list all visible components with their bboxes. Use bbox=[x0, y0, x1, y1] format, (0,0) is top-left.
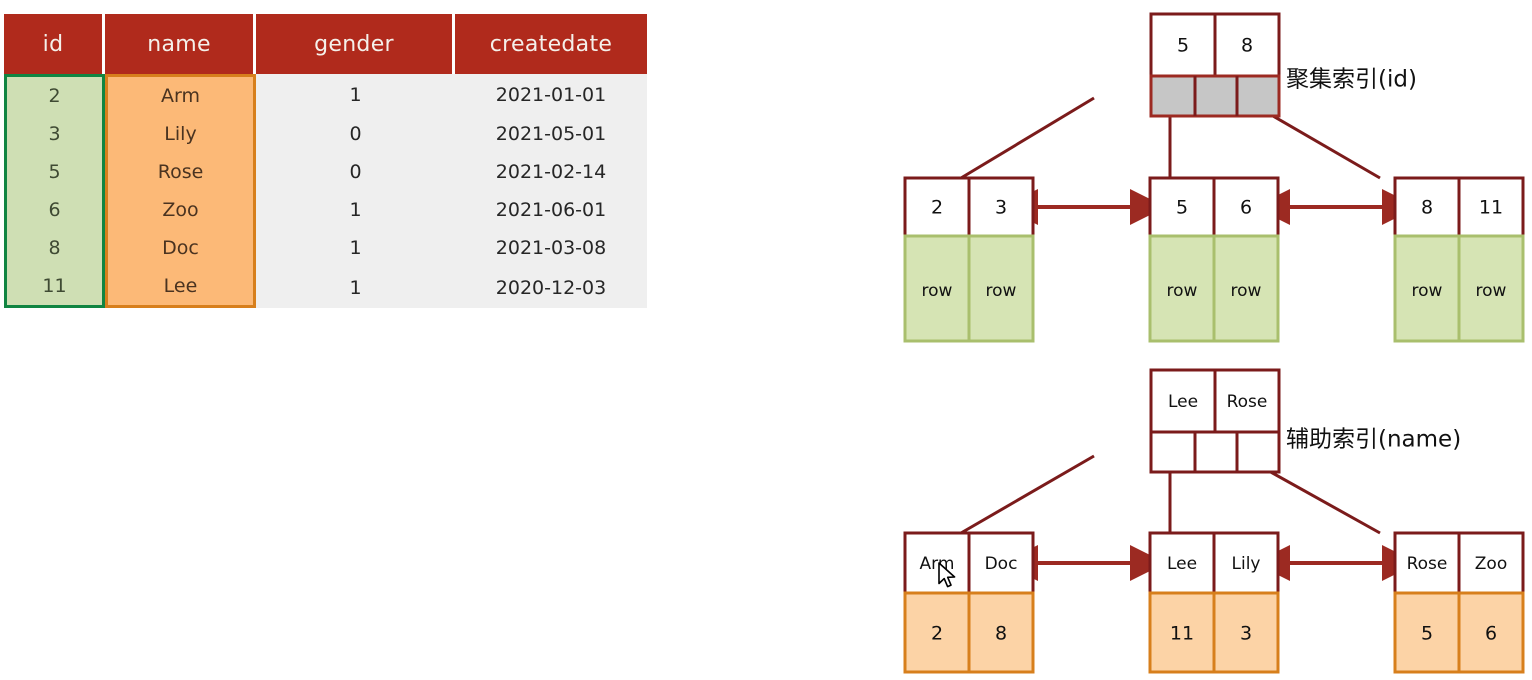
column-header-gender[interactable]: gender bbox=[256, 14, 455, 74]
clustered-leaf-2-data-0: row bbox=[1167, 281, 1198, 301]
clustered-leaf-node-3[interactable]: 8 11 row row bbox=[1393, 176, 1525, 343]
cell-gender: 1 bbox=[256, 191, 455, 229]
secondary-leaf-3-data-0: 5 bbox=[1421, 623, 1433, 645]
secondary-leaf-node-1[interactable]: Arm Doc 2 8 bbox=[903, 531, 1035, 674]
secondary-leaf-3-key-0: Rose bbox=[1407, 554, 1448, 574]
cell-id: 5 bbox=[4, 153, 105, 191]
cell-createdate: 2021-01-01 bbox=[455, 74, 647, 115]
secondary-leaf-2-data-0: 11 bbox=[1170, 623, 1194, 645]
column-header-name[interactable]: name bbox=[105, 14, 256, 74]
clustered-leaf-3-key-0: 8 bbox=[1421, 197, 1433, 219]
cell-id: 8 bbox=[4, 229, 105, 267]
column-header-createdate[interactable]: createdate bbox=[455, 14, 647, 74]
clustered-leaf-3-data-0: row bbox=[1412, 281, 1443, 301]
cell-id: 6 bbox=[4, 191, 105, 229]
clustered-root-pointer-row bbox=[1149, 74, 1281, 118]
cell-name: Rose bbox=[105, 153, 256, 191]
clustered-root-node[interactable]: 5 8 bbox=[1149, 12, 1281, 118]
secondary-root-key-1: Rose bbox=[1227, 392, 1268, 412]
clustered-leaf-1-key-1: 3 bbox=[995, 197, 1007, 219]
cell-createdate: 2021-03-08 bbox=[455, 229, 647, 267]
secondary-leaf-node-2[interactable]: Lee Lily 11 3 bbox=[1148, 531, 1280, 674]
table-row: 11 Lee 1 2020-12-03 bbox=[4, 267, 647, 308]
table-row: 3 Lily 0 2021-05-01 bbox=[4, 115, 647, 153]
clustered-leaf-3-data-1: row bbox=[1476, 281, 1507, 301]
secondary-leaf-3-key-1: Zoo bbox=[1475, 554, 1507, 574]
clustered-leaf-node-1[interactable]: 2 3 row row bbox=[903, 176, 1035, 343]
cell-name: Zoo bbox=[105, 191, 256, 229]
cell-id: 3 bbox=[4, 115, 105, 153]
cell-createdate: 2021-06-01 bbox=[455, 191, 647, 229]
cell-name: Doc bbox=[105, 229, 256, 267]
secondary-leaf-1-key-1: Doc bbox=[985, 554, 1018, 574]
clustered-root-key-0: 5 bbox=[1177, 35, 1189, 57]
cell-createdate: 2021-05-01 bbox=[455, 115, 647, 153]
clustered-leaf-2-data-1: row bbox=[1231, 281, 1262, 301]
clustered-root-key-1: 8 bbox=[1241, 35, 1253, 57]
clustered-leaf-1-key-0: 2 bbox=[931, 197, 943, 219]
clustered-leaf-1-data-0: row bbox=[922, 281, 953, 301]
secondary-leaf-1-data-0: 2 bbox=[931, 623, 943, 645]
table-header-row: id name gender createdate bbox=[4, 14, 647, 74]
secondary-leaf-node-3[interactable]: Rose Zoo 5 6 bbox=[1393, 531, 1525, 674]
table-body: 2 Arm 1 2021-01-01 3 Lily 0 2021-05-01 5… bbox=[4, 74, 647, 308]
secondary-leaf-3-data-1: 6 bbox=[1485, 623, 1497, 645]
records-table: id name gender createdate 2 Arm 1 2021-0… bbox=[4, 14, 647, 308]
clustered-leaf-2-key-0: 5 bbox=[1176, 197, 1188, 219]
cell-gender: 1 bbox=[256, 267, 455, 308]
cell-gender: 1 bbox=[256, 74, 455, 115]
cell-gender: 0 bbox=[256, 115, 455, 153]
secondary-index-label: 辅助索引(name) bbox=[1286, 427, 1461, 453]
cell-name: Lee bbox=[105, 267, 256, 308]
cell-name: Arm bbox=[105, 74, 256, 115]
cell-name: Lily bbox=[105, 115, 256, 153]
table-row: 5 Rose 0 2021-02-14 bbox=[4, 153, 647, 191]
records-table-container: id name gender createdate 2 Arm 1 2021-0… bbox=[4, 14, 647, 308]
btree-diagrams: 5 8 2 3 row row bbox=[890, 0, 1532, 680]
clustered-index-label: 聚集索引(id) bbox=[1286, 67, 1417, 93]
table-row: 6 Zoo 1 2021-06-01 bbox=[4, 191, 647, 229]
table-row: 2 Arm 1 2021-01-01 bbox=[4, 74, 647, 115]
cell-id: 11 bbox=[4, 267, 105, 308]
cell-gender: 1 bbox=[256, 229, 455, 267]
edge-root-to-leaf-1 bbox=[960, 96, 1095, 180]
cell-gender: 0 bbox=[256, 153, 455, 191]
clustered-leaf-node-2[interactable]: 5 6 row row bbox=[1148, 176, 1280, 343]
cell-createdate: 2020-12-03 bbox=[455, 267, 647, 308]
secondary-leaf-2-key-0: Lee bbox=[1167, 554, 1197, 574]
secondary-leaf-2-data-1: 3 bbox=[1240, 623, 1252, 645]
secondary-index-group: Lee Rose Arm Doc 2 8 bbox=[903, 368, 1525, 674]
secondary-leaf-1-data-1: 8 bbox=[995, 623, 1007, 645]
clustered-index-group: 5 8 2 3 row row bbox=[903, 12, 1525, 343]
table-header: id name gender createdate bbox=[4, 14, 647, 74]
clustered-leaf-1-data-1: row bbox=[986, 281, 1017, 301]
edge-sec-root-to-leaf-1 bbox=[960, 454, 1095, 535]
cell-id: 2 bbox=[4, 74, 105, 115]
cell-createdate: 2021-02-14 bbox=[455, 153, 647, 191]
secondary-root-key-0: Lee bbox=[1168, 392, 1198, 412]
secondary-leaf-2-key-1: Lily bbox=[1232, 554, 1261, 574]
clustered-leaf-3-key-1: 11 bbox=[1479, 197, 1503, 219]
secondary-root-pointer-row bbox=[1149, 430, 1281, 474]
secondary-leaf-1-key-0: Arm bbox=[920, 554, 955, 574]
table-row: 8 Doc 1 2021-03-08 bbox=[4, 229, 647, 267]
secondary-root-node[interactable]: Lee Rose bbox=[1149, 368, 1281, 474]
column-header-id[interactable]: id bbox=[4, 14, 105, 74]
clustered-leaf-2-key-1: 6 bbox=[1240, 197, 1252, 219]
